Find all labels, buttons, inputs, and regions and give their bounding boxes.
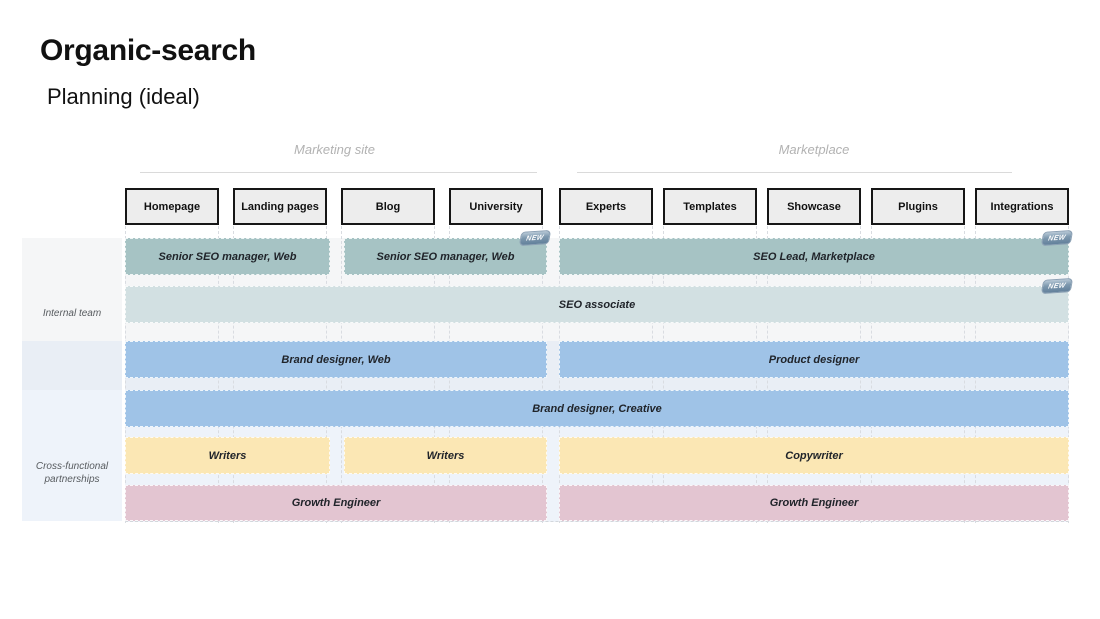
- new-badge: NEW: [1040, 277, 1074, 295]
- bar-writers-2: Writers: [344, 437, 547, 474]
- bar-label: Copywriter: [785, 449, 843, 462]
- bar-growth-engineer-marketplace: Growth Engineer: [559, 485, 1069, 521]
- bar-label: Brand designer, Web: [281, 353, 391, 366]
- column-header-blog: Blog: [341, 188, 435, 225]
- column-header-templates: Templates: [663, 188, 757, 225]
- section-label-cross-functional-partnerships: Cross-functional partnerships: [35, 461, 109, 485]
- bar-label: Senior SEO manager, Web: [158, 250, 297, 263]
- group-label-marketplace: Marketplace: [778, 142, 850, 157]
- page-subtitle: Planning (ideal): [47, 84, 200, 109]
- bar-label: Product designer: [768, 353, 860, 366]
- bar-label: Growth Engineer: [291, 497, 381, 509]
- group-divider-marketplace: [577, 172, 1012, 173]
- bar-product-designer: Product designer: [559, 341, 1069, 378]
- bar-writers-1: Writers: [125, 437, 330, 474]
- bar-label: SEO associate: [558, 298, 636, 311]
- bar-label: Brand designer, Creative: [532, 402, 662, 415]
- bar-brand-designer-web: Brand designer, Web: [125, 341, 547, 378]
- bar-label: Writers: [208, 449, 247, 462]
- bar-growth-engineer-web: Growth Engineer: [125, 485, 547, 521]
- bar-label: Growth Engineer: [769, 497, 859, 509]
- page-title: Organic-search: [40, 34, 256, 67]
- group-label-marketing-site: Marketing site: [294, 142, 375, 157]
- column-header-integrations: Integrations: [975, 188, 1069, 225]
- bar-label: Writers: [426, 449, 465, 462]
- rail-band-middle: [22, 341, 122, 390]
- column-header-landing-pages: Landing pages: [233, 188, 327, 225]
- rail-band-internal-team: [22, 238, 122, 341]
- column-header-experts: Experts: [559, 188, 653, 225]
- bar-seo-lead-marketplace: SEO Lead, Marketplace NEW: [559, 229, 1074, 275]
- bar-label: SEO Lead, Marketplace: [753, 250, 875, 263]
- bar-brand-designer-creative: Brand designer, Creative: [125, 390, 1069, 427]
- group-divider-marketing-site: [140, 172, 537, 173]
- bar-copywriter: Copywriter: [559, 437, 1069, 474]
- column-header-homepage: Homepage: [125, 188, 219, 225]
- column-header-university: University: [449, 188, 543, 225]
- rail-band-cross-functional: [22, 390, 122, 521]
- bar-label: Senior SEO manager, Web: [376, 250, 515, 263]
- bar-senior-seo-manager-web-1: Senior SEO manager, Web: [125, 238, 330, 275]
- bar-senior-seo-manager-web-2: Senior SEO manager, Web NEW: [344, 229, 552, 275]
- column-header-plugins: Plugins: [871, 188, 965, 225]
- column-header-showcase: Showcase: [767, 188, 861, 225]
- new-badge: NEW: [1040, 229, 1074, 247]
- new-badge: NEW: [518, 229, 552, 247]
- section-label-internal-team: Internal team: [42, 308, 102, 319]
- bar-seo-associate: SEO associate NEW: [125, 277, 1074, 323]
